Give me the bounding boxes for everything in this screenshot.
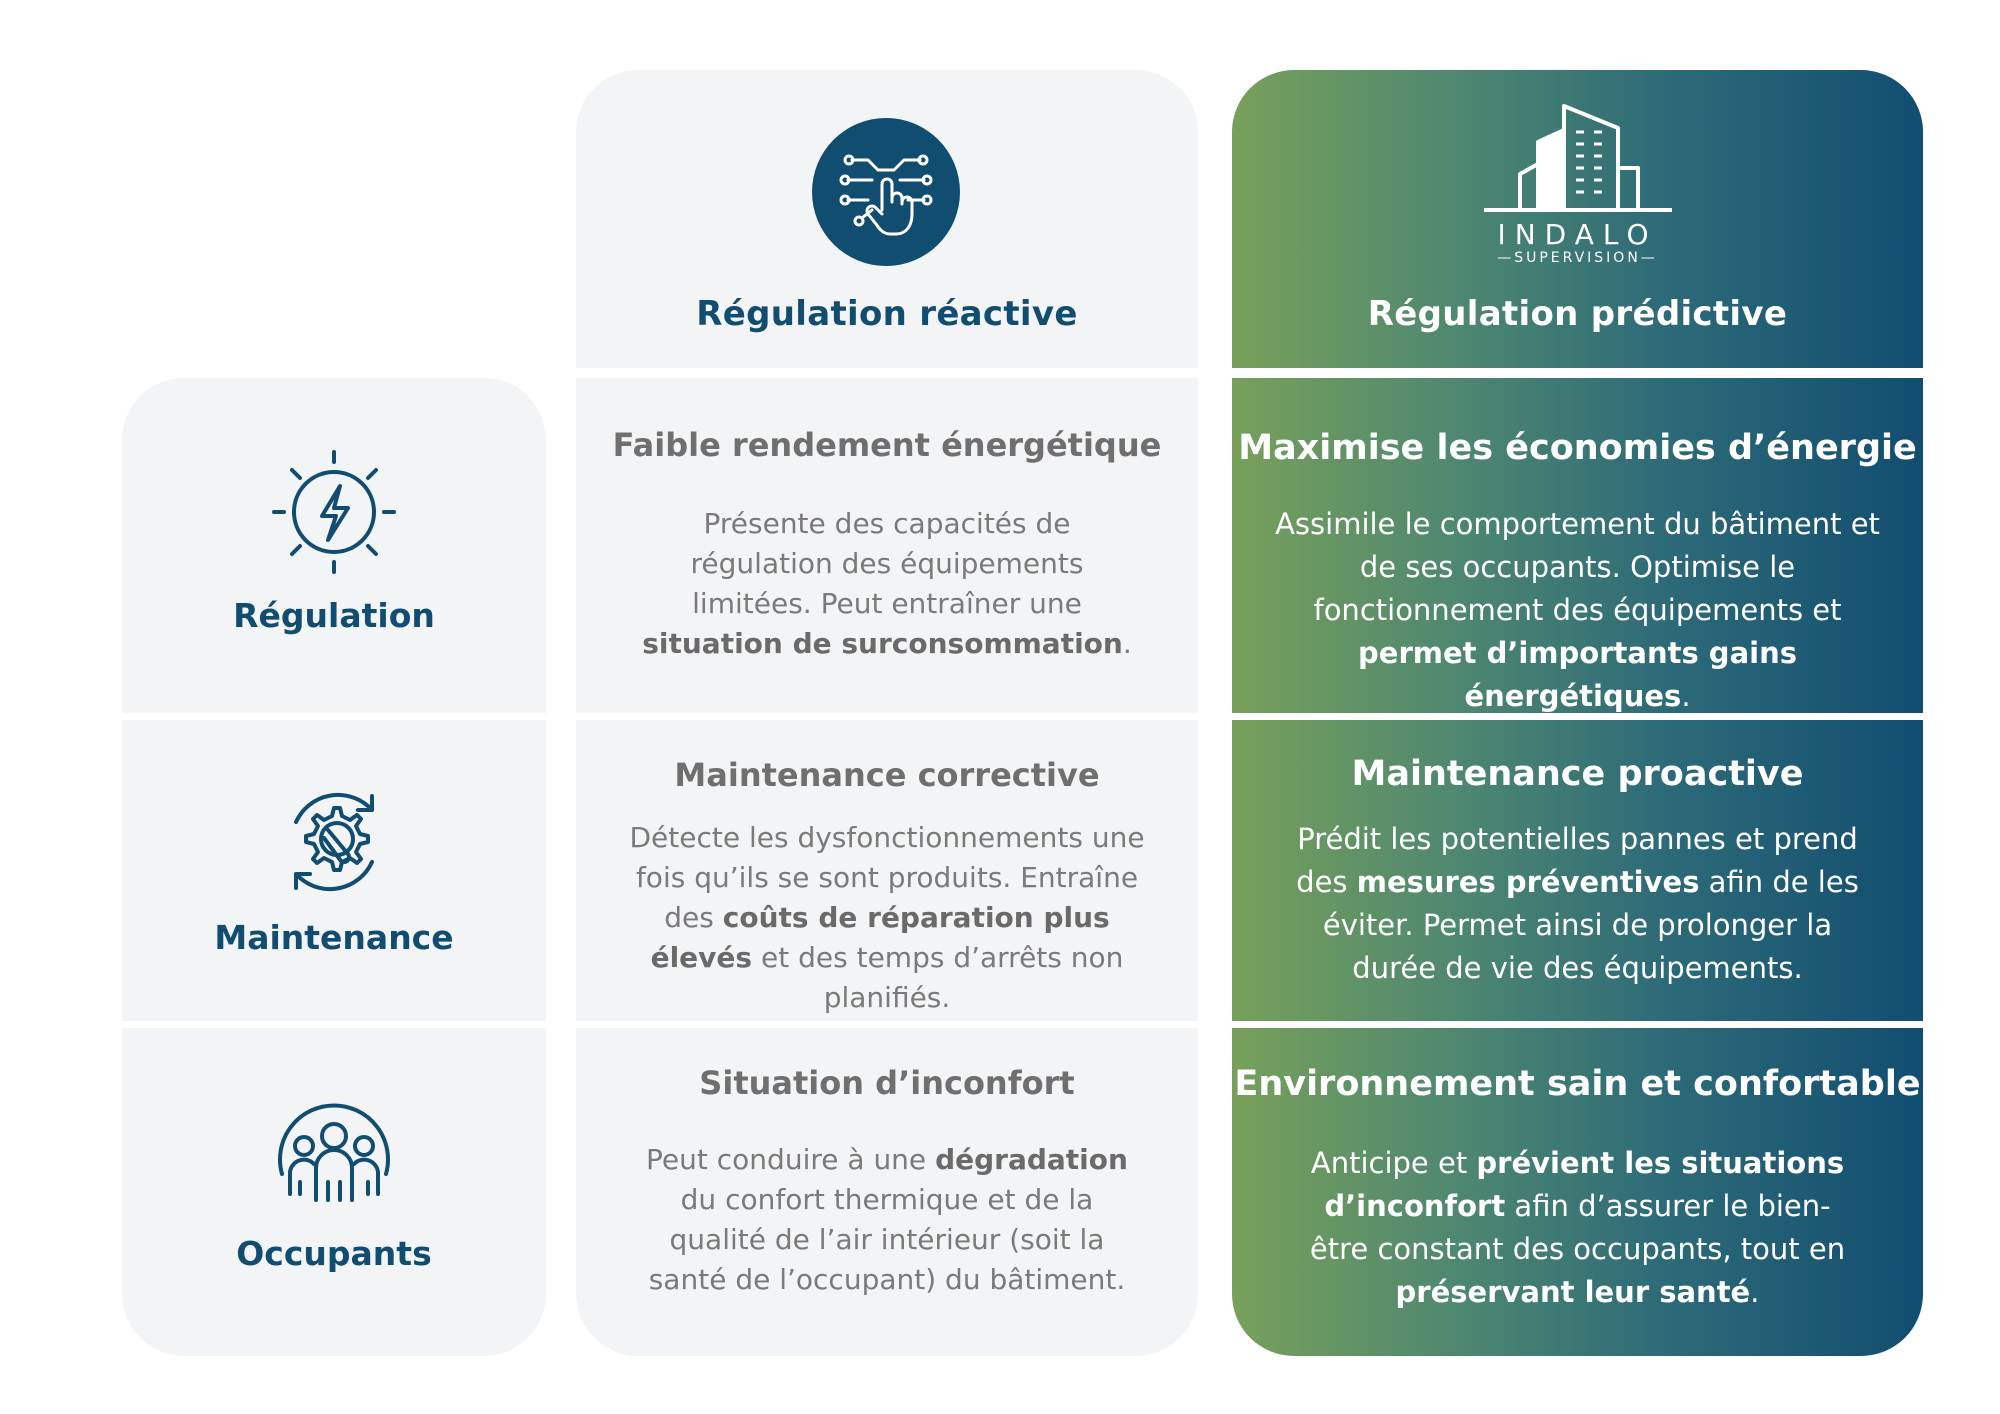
people-group-icon	[278, 1103, 390, 1202]
emphasis-text: situation de surconsommation	[642, 627, 1123, 660]
category-label: Régulation	[233, 596, 435, 635]
body-text: Anticipe et	[1310, 1146, 1477, 1180]
hand-touch-circuit-icon	[812, 118, 960, 266]
category-label: Occupants	[236, 1234, 432, 1273]
logo-wordmark: INDALO	[1497, 218, 1658, 251]
reactive-row-title: Maintenance corrective	[674, 756, 1100, 794]
category-label: Maintenance	[214, 918, 454, 957]
emphasis-text: coûts de réparation plus élevés	[650, 901, 1110, 974]
predictive-cell-maintenance: Maintenance proactive Prédit les potenti…	[1232, 720, 1923, 1021]
reactive-cell-maintenance: Maintenance corrective Détecte les dysfo…	[576, 720, 1198, 1021]
predictive-row-description: Assimile le comportement du bâtiment et …	[1262, 503, 1893, 718]
body-text: et des temps d’arrêts non planifiés.	[752, 941, 1124, 1014]
body-text: Présente des capacités de régulation des…	[690, 507, 1084, 620]
logo-subtitle: —SUPERVISION—	[1497, 250, 1658, 266]
emphasis-text: prévient les situations d’inconfort	[1324, 1146, 1845, 1223]
predictive-row-description: Anticipe et prévient les situations d’in…	[1304, 1142, 1851, 1314]
body-text: .	[1681, 679, 1691, 713]
predictive-row-description: Prédit les potentielles pannes et prend …	[1288, 818, 1867, 990]
body-text: du confort thermique et de la qualité de…	[648, 1183, 1126, 1296]
reactive-row-description: Peut conduire à une dégradation du confo…	[636, 1140, 1138, 1300]
reactive-row-title: Situation d’inconfort	[699, 1064, 1075, 1102]
category-cell-regulation: Régulation	[122, 378, 546, 713]
body-text: Assimile le comportement du bâtiment et …	[1275, 507, 1880, 627]
category-cell-maintenance: Maintenance	[122, 720, 546, 1021]
reactive-cell-occupants: Situation d’inconfort Peut conduire à un…	[576, 1028, 1198, 1356]
reactive-column-header: Régulation réactive	[576, 70, 1198, 368]
building-logo-icon	[1484, 104, 1672, 212]
emphasis-text: dégradation	[935, 1143, 1128, 1176]
body-text: afin de les éviter. Permet ainsi de prol…	[1322, 865, 1859, 985]
predictive-row-title: Maximise les économies d’énergie	[1238, 428, 1917, 468]
predictive-column-title: Régulation prédictive	[1367, 294, 1788, 334]
category-cell-occupants: Occupants	[122, 1028, 546, 1356]
gear-wrench-cycle-icon	[294, 792, 374, 892]
predictive-row-title: Maintenance proactive	[1351, 754, 1804, 794]
body-text: Prédit les potentielles pannes et prend …	[1296, 822, 1858, 899]
predictive-column-header: INDALO —SUPERVISION— Régulation prédicti…	[1232, 70, 1923, 368]
reactive-row-title: Faible rendement énergétique	[612, 426, 1162, 464]
predictive-cell-occupants: Environnement sain et confortable Antici…	[1232, 1028, 1923, 1356]
emphasis-text: permet d’importants gains énergétiques	[1358, 636, 1797, 713]
body-text: Peut conduire à une	[646, 1143, 936, 1176]
reactive-row-description: Détecte les dysfonctionnements une fois …	[618, 818, 1156, 1018]
reactive-cell-regulation: Faible rendement énergétique Présente de…	[576, 378, 1198, 713]
body-text: .	[1750, 1275, 1760, 1309]
body-text: .	[1122, 627, 1132, 660]
predictive-cell-regulation: Maximise les économies d’énergie Assimil…	[1232, 378, 1923, 713]
body-text: afin d’assurer le bien-être constant des…	[1309, 1189, 1846, 1266]
predictive-row-title: Environnement sain et confortable	[1234, 1064, 1921, 1104]
emphasis-text: préservant leur santé	[1395, 1275, 1751, 1309]
reactive-column-title: Régulation réactive	[696, 294, 1078, 334]
emphasis-text: mesures préventives	[1356, 865, 1700, 899]
body-text: Détecte les dysfonctionnements une fois …	[629, 821, 1145, 934]
energy-bolt-sun-icon	[272, 450, 396, 574]
reactive-row-description: Présente des capacités de régulation des…	[636, 504, 1138, 664]
